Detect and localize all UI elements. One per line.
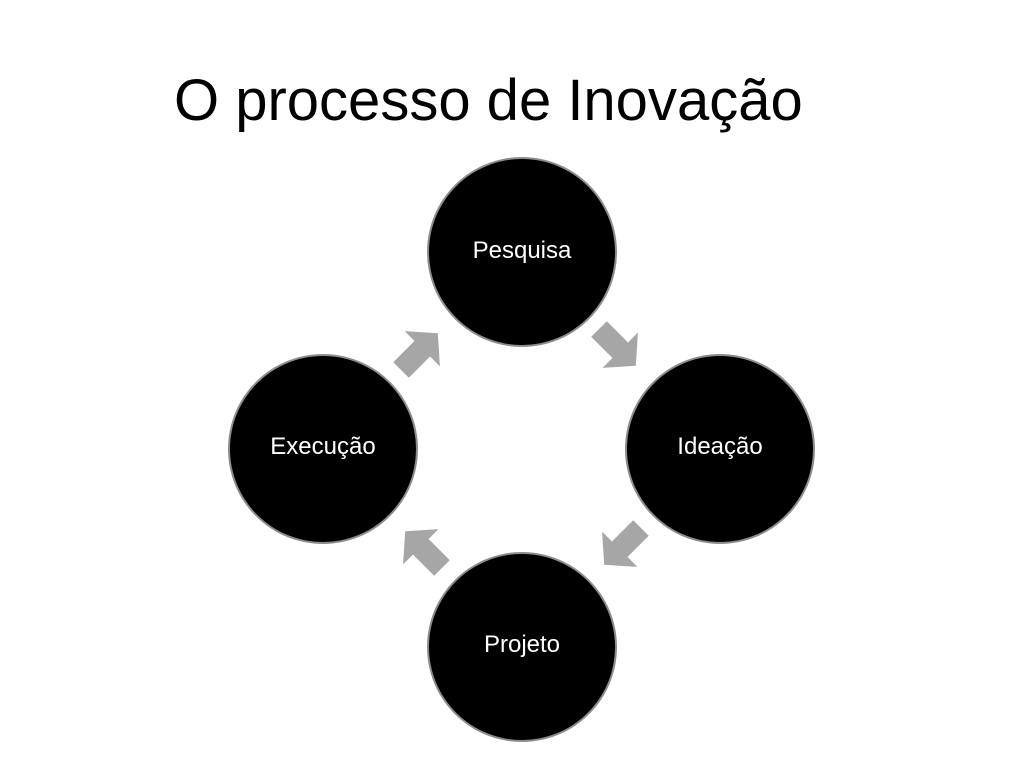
stage-projeto: Projeto	[429, 554, 615, 740]
stage-ideacao-label: Ideação	[677, 433, 763, 460]
slide-title: O processo de Inovação	[174, 68, 803, 133]
stage-execucao: Execução	[230, 356, 416, 542]
stage-ideacao: Ideação	[627, 356, 813, 542]
stage-pesquisa: Pesquisa	[429, 159, 615, 345]
stage-projeto-label: Projeto	[483, 631, 561, 658]
stage-pesquisa-label: Pesquisa	[472, 237, 572, 264]
stage-execucao-label: Execução	[270, 433, 376, 460]
